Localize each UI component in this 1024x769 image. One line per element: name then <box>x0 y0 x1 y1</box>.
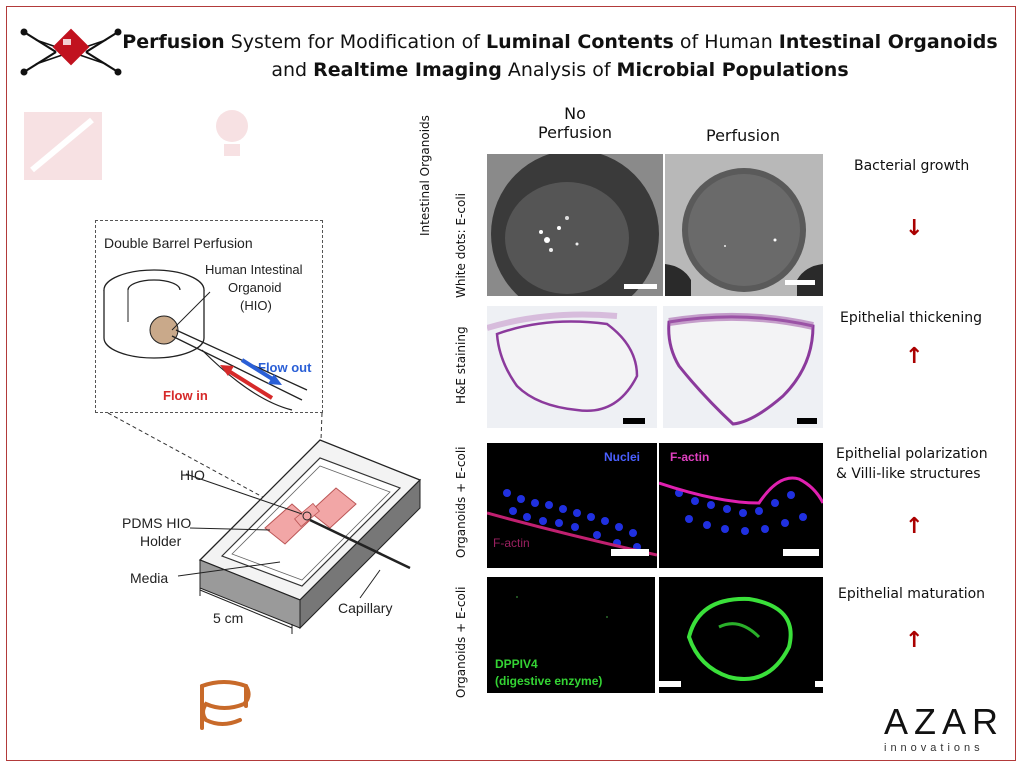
panel-if-no-perfusion <box>487 443 657 568</box>
factin-label: F-actin <box>670 450 710 464</box>
title-segment: of Human <box>673 31 779 53</box>
panel-he-perfusion <box>663 306 823 428</box>
row-label-organoids-ecoli-2: Organoids + E-coli <box>454 586 468 699</box>
title-segment: System for Modification of <box>224 31 486 53</box>
effect-epithelial-thickening: Epithelial thickening <box>840 310 982 326</box>
puzzle-icon <box>24 112 102 180</box>
panel-he-no-perfusion <box>487 306 657 428</box>
inset-title: Double Barrel Perfusion <box>104 235 253 251</box>
column-header-no-perfusion: No Perfusion <box>538 104 612 142</box>
title-segment: Luminal Contents <box>485 31 674 53</box>
panel-if-perfusion <box>659 443 823 568</box>
effect-bacterial-growth: Bacterial growth <box>854 158 970 174</box>
hio-device-label: HIO <box>180 467 205 483</box>
inset-box <box>95 220 323 413</box>
panel-dppiv4-no-perfusion <box>487 577 655 693</box>
factin-faint-label: F-actin <box>493 536 530 550</box>
title-segment: and <box>271 59 314 81</box>
row-label-he-staining: H&E staining <box>454 326 468 404</box>
panel-bacteria-no-perfusion <box>487 154 663 296</box>
pdms-device-diagram <box>177 439 422 634</box>
column-header-perfusion: Perfusion <box>706 126 780 145</box>
title-segment: Realtime Imaging <box>313 59 502 81</box>
hio-label-3: (HIO) <box>240 298 272 313</box>
network-logo-icon <box>20 28 122 76</box>
pdms-label-2: Holder <box>140 533 182 549</box>
hio-label-2: Organoid <box>228 280 282 295</box>
panel-bacteria-perfusion <box>665 154 823 296</box>
pdms-label-1: PDMS HIO <box>122 515 192 531</box>
title-segment: Perfusion <box>122 31 225 53</box>
row-label-intestinal-organoids: Intestinal Organoids <box>418 115 432 236</box>
intestine-icon <box>200 680 251 730</box>
row-label-white-dots: White dots: E-coli <box>454 193 468 298</box>
row-label-organoids-ecoli-1: Organoids + E-coli <box>454 446 468 559</box>
arrow-up-icon: ↑ <box>905 628 924 653</box>
title-segment: Microbial Populations <box>616 59 849 81</box>
dppiv4-label: DPPIV4 <box>495 657 538 671</box>
effect-epithelial-maturation: Epithelial maturation <box>838 586 986 602</box>
panel-dppiv4-perfusion <box>659 577 823 693</box>
effect-epithelial-polarization: Epithelial polarization & Villi-like str… <box>836 446 988 482</box>
lightbulb-icon <box>216 110 248 156</box>
page-frame <box>6 6 1016 761</box>
capillary-label: Capillary <box>338 600 393 616</box>
scale-label: 5 cm <box>213 610 244 626</box>
hio-label-1: Human Intestinal <box>205 262 303 277</box>
double-barrel-diagram <box>103 269 308 411</box>
flow-out-label: Flow out <box>258 360 312 375</box>
flow-in-label: Flow in <box>163 388 208 403</box>
digestive-enzyme-label: (digestive enzyme) <box>495 674 603 688</box>
title-segment: Analysis of <box>501 59 617 81</box>
arrow-up-icon: ↑ <box>905 514 924 539</box>
brand-logo: AZAR innovations <box>884 701 1005 755</box>
arrow-up-icon: ↑ <box>905 344 924 369</box>
arrow-down-icon: ↓ <box>905 216 924 241</box>
nuclei-label: Nuclei <box>604 450 641 464</box>
media-label: Media <box>130 570 169 586</box>
page-title: Perfusion System for Modification of Lum… <box>120 28 1000 84</box>
title-segment: Intestinal Organoids <box>778 31 998 53</box>
